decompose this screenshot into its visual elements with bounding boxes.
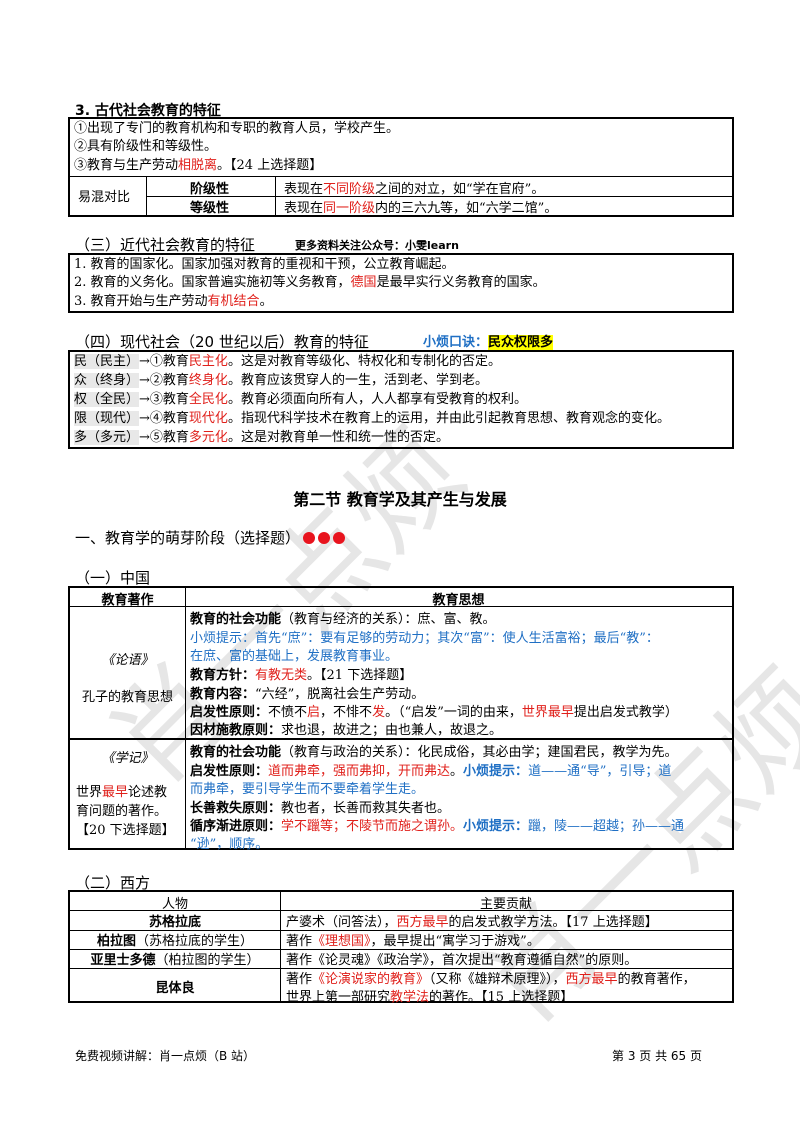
china-col-works: 教育著作 <box>101 593 154 608</box>
west-col-person: 人物 <box>161 897 188 912</box>
quintilian-line-2: 世界上第一部研究教学法的著作。【15 上选择题】 <box>286 990 574 1005</box>
dot-icon <box>333 532 346 544</box>
rank-label: 等级性 <box>190 201 230 216</box>
quintilian-name: 昆体良 <box>155 981 195 996</box>
tip-line: 小烦口诀：民众权限多 <box>423 335 554 350</box>
china-col-thought: 教育思想 <box>432 593 485 608</box>
modern-item-1: 1. 教育的国家化。国家加强对教育的重视和干预，公立教育崛起。 <box>74 257 455 272</box>
china-title: （一）中国 <box>75 569 151 587</box>
ancient-features-box: ①出现了专门的教育机构和专职的教育人员，学校产生。 ②具有阶级性和等级性。 ③教… <box>68 117 734 217</box>
xueji-sub-3: 【20 下选择题】 <box>76 823 175 838</box>
class-desc: 表现在不同阶级之间的对立，如“学在官府”。 <box>284 182 545 197</box>
xueji-sub-2: 育问题的著作。 <box>76 804 168 819</box>
xueji-line-6: “逊”，顺序。 <box>190 837 269 852</box>
class-label: 阶级性 <box>190 182 230 197</box>
contemp-row: 权（全民）→③教育全民化。教育必须面向所有人，人人都享有受教育的权利。 <box>74 392 527 407</box>
section-modern-title: （三）近代社会教育的特征 <box>75 236 256 254</box>
lunyu-title: 《论语》 <box>101 653 154 668</box>
contemp-row: 限（现代）→④教育现代化。指现代科学技术在教育上的运用，并由此引起教育思想、教育… <box>74 411 670 426</box>
footer-left: 免费视频讲解：肖一点烦（B 站） <box>75 1049 256 1063</box>
lunyu-line-6: 启发性原则：不愤不启，不悱不发。（“启发”一词的由来，世界最早提出启发式教学） <box>190 705 678 720</box>
section-ancient-title: 3. 古代社会教育的特征 <box>75 103 221 119</box>
west-contribution: 产婆术（问答法），西方最早的启发式教学方法。【17 上选择题】 <box>286 915 658 930</box>
modern-features-box: 1. 教育的国家化。国家加强对教育的重视和干预，公立教育崛起。 2. 教育的义务… <box>68 253 734 313</box>
modern-item-3: 3. 教育开始与生产劳动有机结合。 <box>74 294 273 309</box>
west-title: （二）西方 <box>75 874 151 892</box>
lunyu-line-4: 教育方针：有教无类。【21 下选择题】 <box>190 668 413 683</box>
contemp-row: 众（终身）→②教育终身化。教育应该贯穿人的一生，活到老、学到老。 <box>74 373 488 388</box>
lunyu-line-7: 因材施教原则：求也退，故进之；由也兼人，故退之。 <box>190 723 503 738</box>
rank-desc: 表现在同一阶级内的三六九等，如“六学二馆”。 <box>284 201 558 216</box>
lunyu-line-1: 教育的社会功能（教育与经济的关系）：庶、富、教。 <box>190 612 496 627</box>
footer-page: 第 3 页 共 65 页 <box>612 1049 702 1063</box>
xueji-line-1: 教育的社会功能（教育与政治的关系）：化民成俗，其必由学；建国君民，教学为先。 <box>190 745 678 760</box>
modern-item-2: 2. 教育的义务化。国家普遍实施初等义务教育，德国是最早实行义务教育的国家。 <box>74 275 546 290</box>
xueji-line-3: 而弗牵，要引导学生而不要牵着学生走。 <box>190 782 425 797</box>
lunyu-line-5: 教育内容：“六经”，脱离社会生产劳动。 <box>190 687 425 702</box>
xueji-sub-1: 世界最早论述教 <box>76 785 168 800</box>
west-contribution: 著作《论灵魂》《政治学》，首次提出“教育遵循自然”的原则。 <box>286 953 638 968</box>
china-table: 教育著作 教育思想 《论语》 孔子的教育思想 教育的社会功能（教育与经济的关系）… <box>68 586 734 852</box>
contemp-row: 多（多元）→⑤教育多元化。这是对教育单一性和统一性的否定。 <box>74 430 449 445</box>
west-person-name: 柏拉图（苏格拉底的学生） <box>96 934 254 949</box>
quintilian-line-1: 著作《论演说家的教育》（又称《雄辩术原理》），西方最早的教育著作， <box>286 972 696 987</box>
promo-text: 更多资料关注公众号：小雯learn <box>295 239 459 252</box>
xueji-line-4: 长善救失原则：教也者，长善而救其失者也。 <box>190 801 451 816</box>
lunyu-sub: 孔子的教育思想 <box>81 690 173 705</box>
lunyu-line-3: 在庶、富的基础上，发展教育事业。 <box>190 649 399 664</box>
xueji-line-2: 启发性原则：道而弗牵，强而弗抑，开而弗达。小烦提示：道——通“导”，引导；道 <box>190 764 672 779</box>
section-contemp-title: （四）现代社会（20 世纪以后）教育的特征 <box>75 333 369 351</box>
xueji-title: 《学记》 <box>101 751 154 766</box>
lunyu-line-2: 小烦提示：首先“庶”：要有足够的劳动力；其次“富”：使人生活富裕；最后“教”： <box>190 631 659 646</box>
ancient-item-1: ①出现了专门的教育机构和专职的教育人员，学校产生。 <box>74 121 400 136</box>
west-col-contrib: 主要贡献 <box>479 897 532 912</box>
confuse-label: 易混对比 <box>78 190 131 205</box>
xueji-line-5: 循序渐进原则：学不躐等；不陵节而施之谓孙。小烦提示：躐，陵——超越；孙——通 <box>190 819 685 834</box>
section-2-title: 第二节 教育学及其产生与发展 <box>293 490 507 509</box>
budding-stage-title: 一、教育学的萌芽阶段（选择题） <box>75 527 346 548</box>
dot-icon <box>318 532 331 544</box>
west-table: 人物 主要贡献 苏格拉底 产婆术（问答法），西方最早的启发式教学方法。【17 上选… <box>68 890 734 1005</box>
west-person-name: 苏格拉底 <box>148 915 201 930</box>
contemp-row: 民（民主）→①教育民主化。这是对教育等级化、特权化和专制化的否定。 <box>74 354 501 369</box>
west-person-name: 亚里士多德（柏拉图的学生） <box>90 953 260 968</box>
ancient-item-2: ②具有阶级性和等级性。 <box>74 139 218 154</box>
west-contribution: 著作《理想国》，最早提出“寓学习于游戏”。 <box>286 934 540 949</box>
contemp-features-box: 民（民主）→①教育民主化。这是对教育等级化、特权化和专制化的否定。众（终身）→②… <box>68 350 734 449</box>
dot-icon <box>303 532 316 544</box>
ancient-item-3: ③教育与生产劳动相脱离。【24 上选择题】 <box>74 158 323 173</box>
